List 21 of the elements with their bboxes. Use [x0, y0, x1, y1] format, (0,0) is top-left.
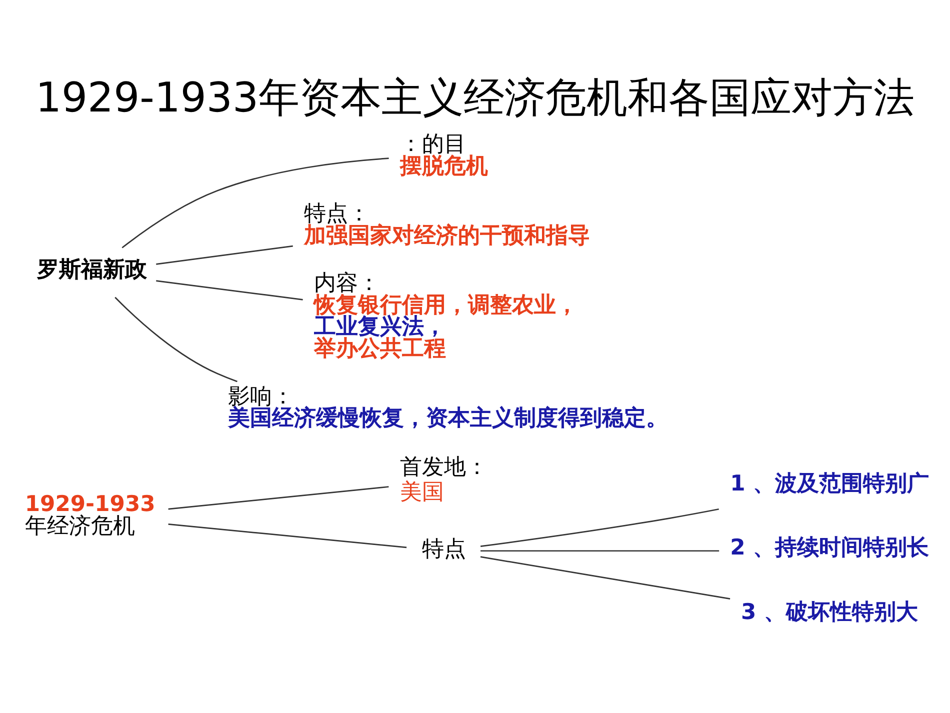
node-text: ：的目 摆脱危机: [400, 132, 488, 179]
connector: [480, 556, 730, 600]
node-text: 首发地： 美国: [400, 455, 488, 505]
node-text: 2 、持续时间特别长: [730, 536, 929, 561]
node-text: 3 、破坏性特别大: [740, 600, 918, 625]
connector: [114, 296, 238, 382]
node-text: 特点： 加强国家对经济的干预和指导: [304, 202, 590, 248]
connector: [122, 158, 389, 248]
node-text: 1929-1933 年经济危机: [24, 492, 156, 539]
node-text: 1 、波及范围特别广: [730, 472, 929, 497]
connector: [480, 508, 719, 547]
node-text: 影响： 美国经济缓慢恢复，资本主义制度得到稳定。: [228, 384, 668, 432]
diagram-title: 1929-1933年资本主义经济危机和各国应对方法: [36, 74, 914, 122]
connector: [480, 550, 720, 552]
connector: [168, 486, 389, 510]
node-text: 内容： 恢复银行信用，调整农业， 工业复兴法， 举办公共工程: [314, 271, 578, 362]
node-text: 罗斯福新政: [37, 257, 148, 282]
connector: [168, 524, 407, 548]
connector: [156, 280, 303, 300]
node-text: 特点: [422, 537, 466, 562]
connector: [156, 245, 293, 265]
